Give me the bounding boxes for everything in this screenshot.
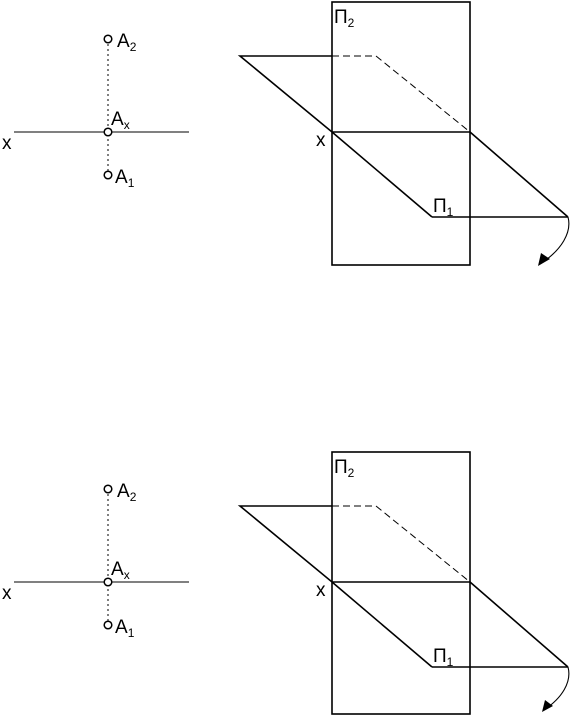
- plane-p1-label: П1: [433, 196, 454, 219]
- rotated-plane-right-edge: [469, 581, 569, 668]
- spatial-model: x П2 П1: [237, 1, 570, 266]
- epure-drawing: x A2 Ax A1: [2, 31, 189, 190]
- axis-label-x: x: [2, 133, 12, 154]
- point-a2-marker: [103, 34, 113, 44]
- rotation-arrow-head: [538, 253, 550, 266]
- horizontal-plane-hidden-edge: [332, 55, 471, 133]
- point-ax-label: Ax: [111, 559, 130, 582]
- point-a2-label: A2: [117, 31, 137, 54]
- point-ax-marker: [103, 577, 113, 587]
- panel-1: x A2 Ax A1 x П2 П1: [2, 1, 570, 266]
- rotation-arrow-head: [542, 700, 553, 712]
- point-a1-marker: [103, 620, 113, 630]
- horizontal-plane-left-edge: [331, 581, 433, 668]
- spatial-axis-label-x: x: [316, 580, 326, 601]
- point-a2-label: A2: [117, 481, 137, 504]
- epure-drawing: x A2 Ax A1: [2, 481, 189, 640]
- horizontal-plane-top-edge: [237, 505, 470, 583]
- horizontal-plane-left-edge: [331, 131, 433, 218]
- plane-p1-label: П1: [433, 646, 454, 669]
- point-ax-marker: [103, 127, 113, 137]
- point-ax-label: Ax: [111, 109, 130, 132]
- axis-label-x: x: [2, 583, 12, 604]
- frontal-plane-p2: [331, 451, 471, 715]
- horizontal-plane-top-edge: [237, 55, 470, 133]
- plane-p2-label: П2: [334, 7, 355, 30]
- point-a1-label: A1: [115, 167, 135, 190]
- point-a2-marker: [103, 484, 113, 494]
- frontal-plane-p2: [331, 1, 471, 266]
- point-a1-marker: [103, 170, 113, 180]
- rotated-plane-right-edge: [469, 131, 569, 218]
- plane-p2-label: П2: [334, 457, 355, 480]
- point-a1-label: A1: [115, 617, 135, 640]
- horizontal-plane-hidden-edge: [332, 505, 471, 583]
- spatial-model: x П2 П1: [237, 451, 570, 715]
- panel-2: x A2 Ax A1 x П2 П1: [2, 451, 570, 715]
- spatial-axis-label-x: x: [316, 130, 326, 151]
